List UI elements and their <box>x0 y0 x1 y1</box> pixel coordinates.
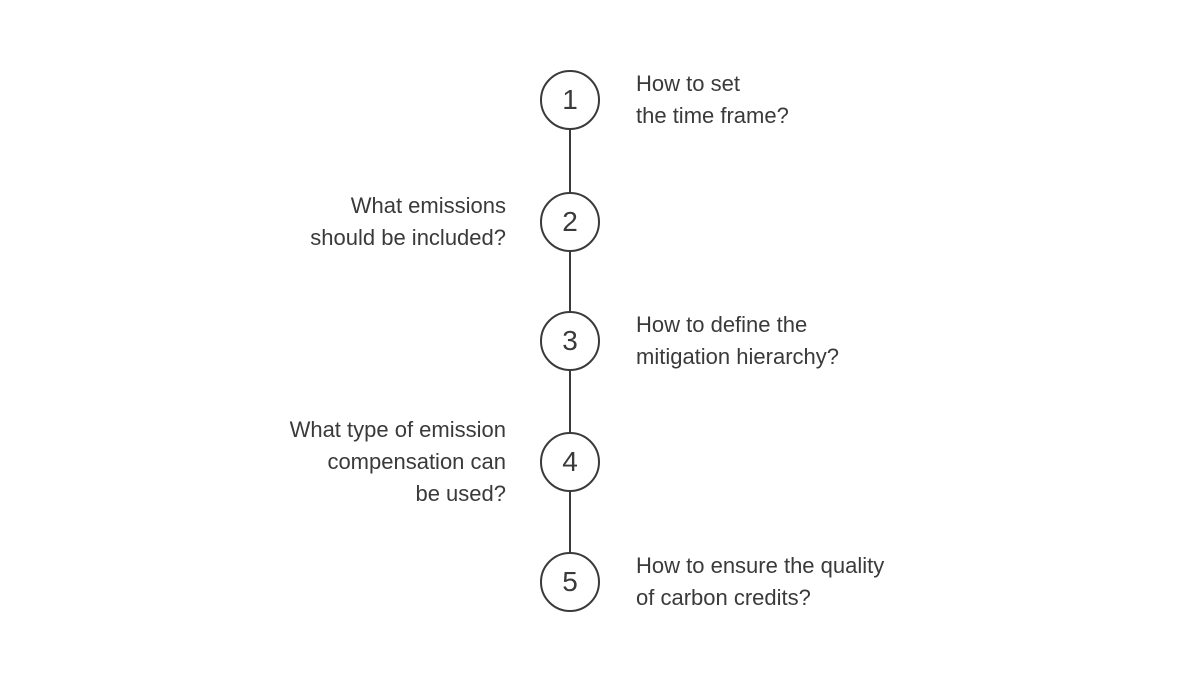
step-circle-2: 2 <box>540 192 600 252</box>
step-label: How to ensure the quality of carbon cred… <box>636 553 885 610</box>
step-circle-5: 5 <box>540 552 600 612</box>
step-number: 4 <box>562 446 578 477</box>
step-circle-4: 4 <box>540 432 600 492</box>
step-label: What type of emission compensation can b… <box>289 417 506 506</box>
step-number: 5 <box>562 566 578 597</box>
step-number: 1 <box>562 84 578 115</box>
step-circle-1: 1 <box>540 70 600 130</box>
step-label: What emissions should be included? <box>310 193 506 250</box>
step-number: 3 <box>562 325 578 356</box>
step-label: How to define the mitigation hierarchy? <box>636 312 839 369</box>
step-label: How to set the time frame? <box>636 71 789 128</box>
step-circle-3: 3 <box>540 311 600 371</box>
step-number: 2 <box>562 206 578 237</box>
